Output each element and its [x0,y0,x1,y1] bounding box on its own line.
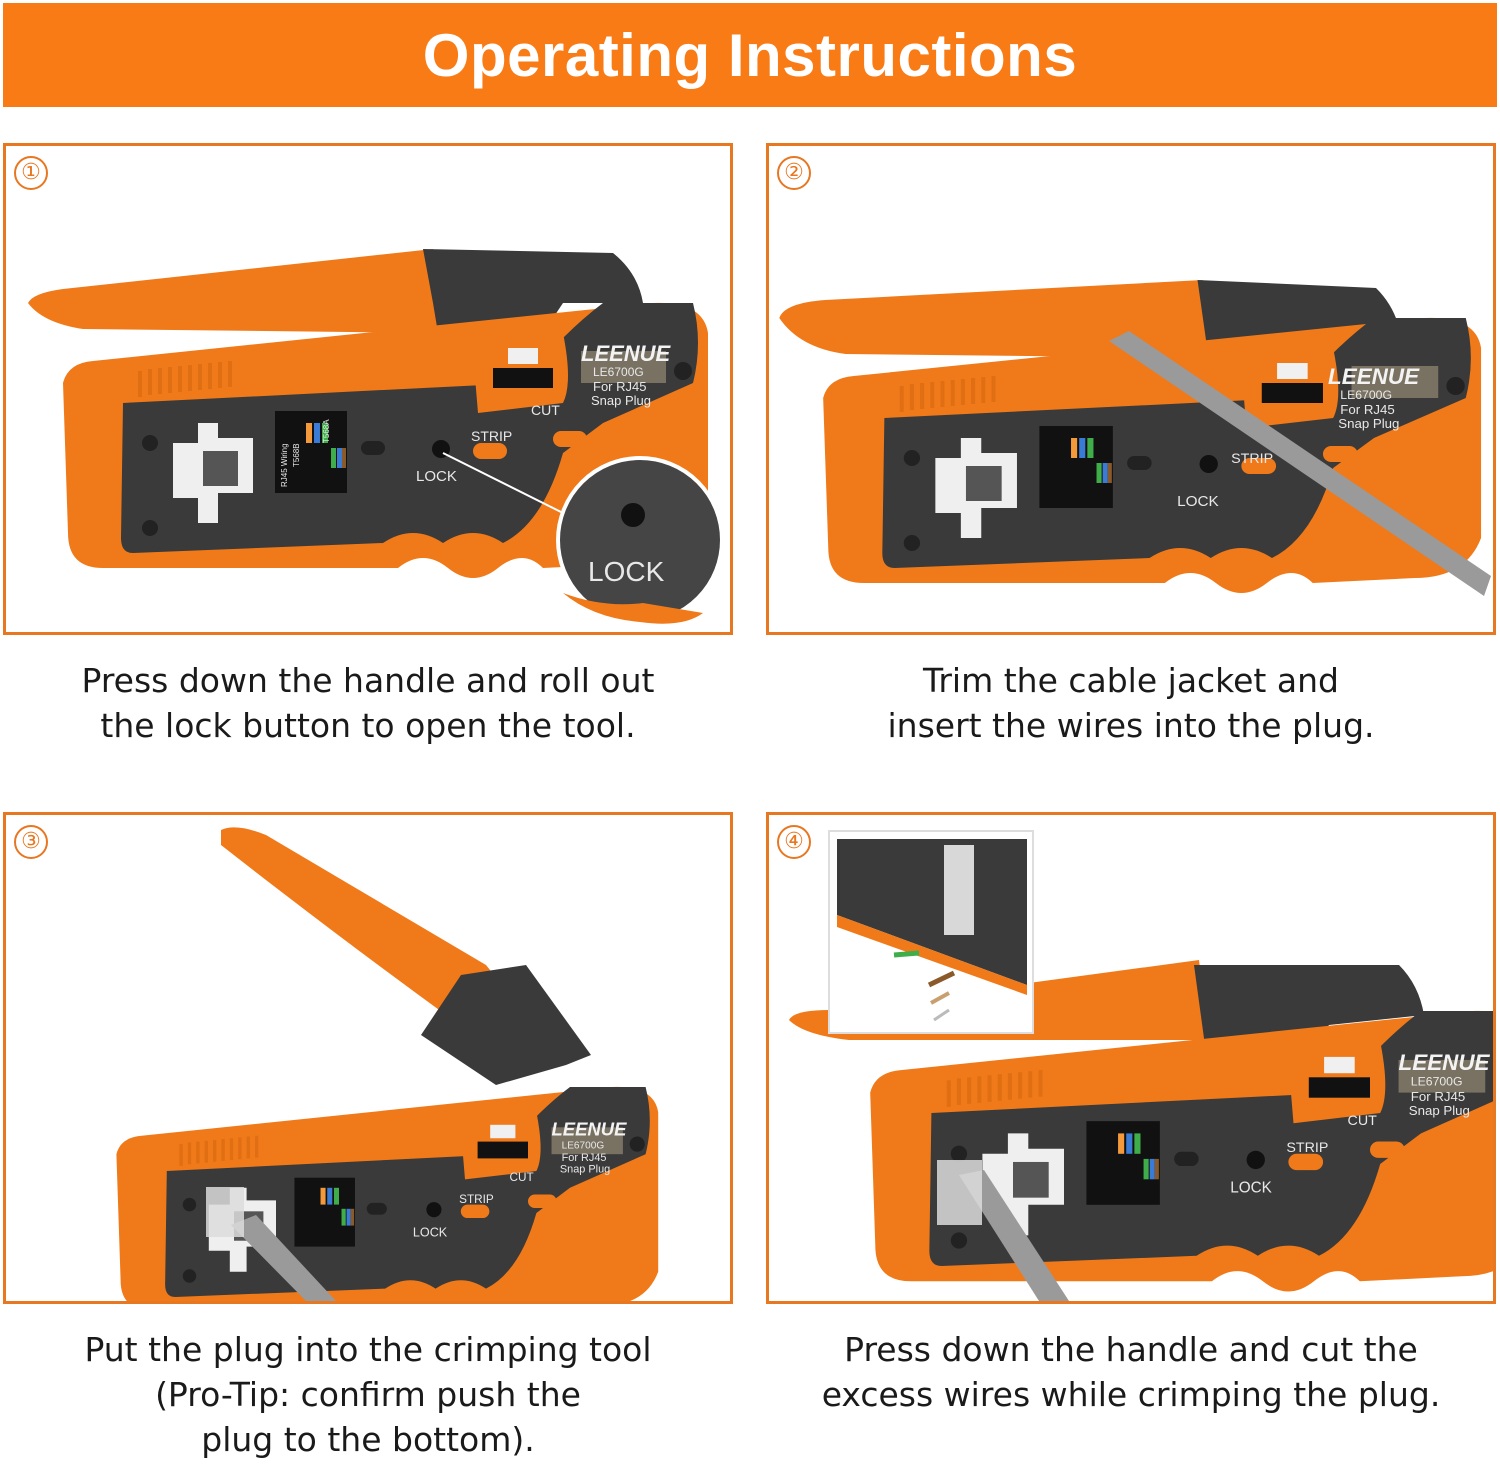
cut-label: CUT [531,402,560,418]
step-1-panel: ① LEENUE LE6700G For RJ45 Snap Plug CUT … [3,143,733,635]
caption-line: insert the wires into the plug. [887,706,1375,745]
step-3-panel: ③ LEENUE LE6700G For RJ45 Snap Plug CUT … [3,812,733,1304]
caption-line: Trim the cable jacket and [923,661,1339,700]
for-label: For RJ45 [593,379,646,394]
caption-line: Put the plug into the crimping tool [84,1330,652,1369]
lock-label: LOCK [413,1226,448,1240]
crimping-tool-illustration: LEENUE LE6700G For RJ45 Snap Plug CUT ST… [28,249,724,624]
step-4-caption: Press down the handle and cut the excess… [766,1327,1496,1417]
rj45-plug [206,1187,244,1237]
caption-line: the lock button to open the tool. [100,706,636,745]
brand-label: LEENUE [1399,1050,1491,1075]
step-number: ① [14,156,48,190]
network-cable [231,1215,336,1301]
crimping-tool-illustration: LEENUE LE6700G For RJ45 Snap Plug STRIP … [779,280,1491,596]
caption-line: Press down the handle and roll out [81,661,655,700]
brand-label: LEENUE [581,341,672,366]
strip-label: STRIP [1231,450,1273,466]
step-number: ③ [14,825,48,859]
step-2-caption: Trim the cable jacket and insert the wir… [766,658,1496,748]
strip-label: STRIP [471,428,512,444]
t568a-label: T568A [322,419,331,443]
caption-line: plug to the bottom). [201,1420,535,1459]
caption-line: (Pro-Tip: confirm push the [155,1375,581,1414]
lock-zoom-label: LOCK [588,556,665,587]
plug-label: Snap Plug [591,393,651,408]
for-label: For RJ45 [1411,1089,1466,1104]
rj45-plug [937,1160,982,1225]
brand-label: LEENUE [552,1119,628,1140]
model-label: LE6700G [1411,1074,1463,1088]
step-number: ④ [777,825,811,859]
step-1-caption: Press down the handle and roll out the l… [3,658,733,748]
lock-label: LOCK [416,468,457,485]
lock-label: LOCK [1230,1180,1272,1197]
cut-label: CUT [510,1171,534,1184]
caption-line: Press down the handle and cut the [844,1330,1418,1369]
lock-zoom-callout: LOCK [556,456,724,624]
tool-handle [28,249,443,333]
t568b-label: T568B [292,443,301,467]
page-title: Operating Instructions [422,21,1078,89]
network-cable [1109,331,1491,596]
inset-cut-wires-image [828,830,1034,1034]
step-number: ② [777,156,811,190]
strip-label: STRIP [1286,1140,1328,1156]
brand-label: LEENUE [1328,364,1420,389]
tool-handle [221,827,506,1015]
for-label: For RJ45 [1340,402,1395,417]
crimping-tool-illustration: LEENUE LE6700G For RJ45 Snap Plug CUT ST… [116,827,659,1301]
model-label: LE6700G [593,365,644,379]
plug-label: Snap Plug [1338,416,1399,431]
step-2-panel: ② LEENUE LE6700G For RJ45 Snap Plug STRI… [766,143,1496,635]
step-3-caption: Put the plug into the crimping tool (Pro… [3,1327,733,1462]
crimping-tool-illustration: LEENUE LE6700G For RJ45 Snap Plug CUT ST… [789,830,1493,1301]
lock-label: LOCK [1177,493,1219,510]
model-label: LE6700G [562,1140,605,1151]
network-cable [959,1170,1069,1301]
for-label: For RJ45 [562,1152,607,1164]
cut-label: CUT [1348,1113,1378,1129]
wiring-label: RJ45 Wiring [280,443,289,487]
caption-line: excess wires while crimping the plug. [821,1375,1441,1414]
step-4-panel: ④ LEENUE LE6700G For RJ45 Snap Plug CUT … [766,812,1496,1304]
title-banner: Operating Instructions [3,3,1497,107]
plug-label: Snap Plug [560,1164,610,1176]
strip-label: STRIP [459,1193,494,1206]
plug-label: Snap Plug [1409,1103,1470,1118]
model-label: LE6700G [1340,388,1392,402]
